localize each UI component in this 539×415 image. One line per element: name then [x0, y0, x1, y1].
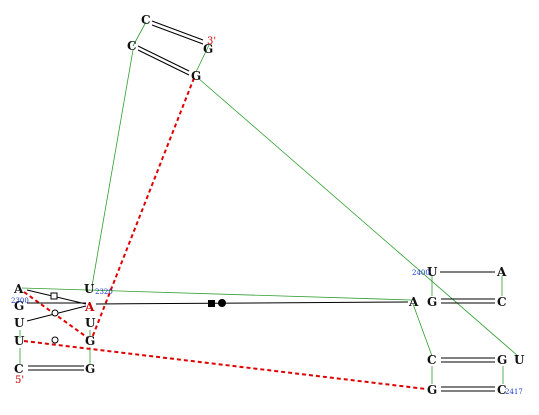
five-prime-label: 5' — [15, 375, 24, 386]
nucleotide: G — [85, 334, 95, 348]
nucleotide: G — [191, 69, 201, 83]
backbone-segment — [91, 49, 134, 287]
residue-number: 2320 — [95, 288, 113, 296]
nucleotide: C — [14, 362, 24, 376]
backbone-segment — [197, 77, 519, 357]
backbone-segment — [412, 303, 433, 357]
residue-number: 2400 — [412, 269, 430, 277]
nucleotide: G — [203, 42, 213, 56]
tertiary-dashed-line — [23, 291, 89, 339]
nucleotide: G — [427, 383, 437, 397]
tertiary-interactions — [23, 77, 427, 390]
nucleotide: U — [84, 282, 95, 296]
square-symbol — [50, 292, 58, 300]
double-pair-line — [137, 49, 190, 76]
chain-ends: 3' 5' — [15, 36, 216, 386]
nucleotide: A — [13, 282, 24, 296]
filled-square-symbol — [208, 300, 215, 307]
nucleotide-highlighted: A — [84, 300, 95, 314]
backbone-segment — [132, 21, 147, 47]
double-pair-line — [151, 20, 204, 41]
double-pair-line — [137, 45, 190, 72]
nucleotide: U — [85, 316, 96, 330]
nucleotide: U — [14, 316, 25, 330]
long-range-pair-line — [95, 301, 409, 305]
residue-numbers: 2320 2300 2400 2417 — [11, 269, 523, 396]
backbone-lines — [19, 21, 519, 384]
nucleotide: C — [497, 383, 507, 397]
nucleotide: G — [14, 299, 24, 313]
nucleotides: C C G G A G U U C U A U G G U A A G C C … — [13, 13, 525, 397]
nucleotide: U — [427, 265, 438, 279]
residue-number: 2417 — [505, 388, 523, 396]
residue-number: 2300 — [11, 297, 29, 305]
double-pair-line — [151, 24, 204, 45]
nucleotide: G — [427, 295, 437, 309]
nucleotide: U — [514, 353, 525, 367]
three-prime-label: 3' — [207, 36, 216, 47]
nucleotide: C — [127, 39, 137, 53]
circle-symbol — [51, 309, 59, 317]
pair-lines — [26, 271, 495, 322]
nucleotide: C — [497, 295, 507, 309]
nucleotide: C — [427, 353, 437, 367]
nucleotide: A — [496, 265, 507, 279]
filled-circle-symbol — [218, 299, 226, 307]
circle-symbol — [51, 336, 59, 344]
nucleotide: U — [14, 334, 25, 348]
backbone-segment — [195, 44, 210, 73]
backbone-segment — [21, 287, 413, 301]
nucleotide: A — [408, 295, 419, 309]
double-pair-lines — [28, 20, 495, 392]
nucleotide: G — [85, 362, 95, 376]
tertiary-dashed-line — [91, 77, 195, 339]
pair-symbols — [50, 292, 226, 344]
nucleotide: C — [141, 13, 151, 27]
tertiary-dashed-line — [23, 340, 427, 390]
nucleotide: G — [497, 353, 507, 367]
